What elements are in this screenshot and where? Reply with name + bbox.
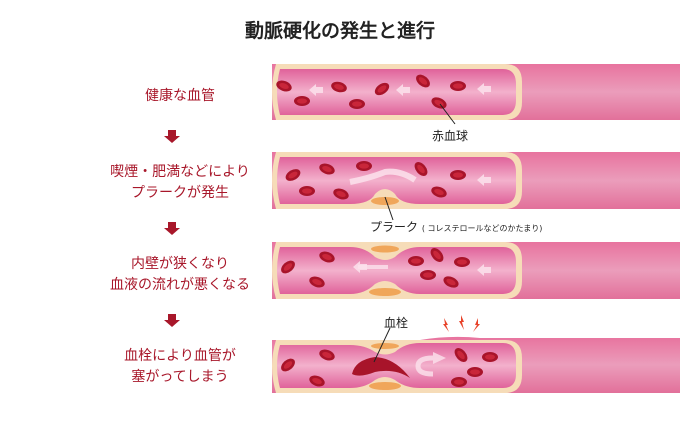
thrombus <box>352 357 410 378</box>
vessel-narrowed <box>272 242 680 299</box>
step-healthy: 健康な血管 <box>80 86 280 107</box>
step-thrombus: 血栓により血管が塞がってしまう <box>80 346 280 388</box>
page-title: 動脈硬化の発生と進行 <box>244 20 435 42</box>
step-text: 塞がってしまう <box>131 369 229 385</box>
step-text: 喫煙・肥満などにより <box>110 164 250 180</box>
label-thrombus: 血栓 <box>384 316 409 330</box>
step-text: プラークが発生 <box>131 185 229 201</box>
step-text: 内壁が狭くなり <box>131 256 229 272</box>
vessel-healthy <box>272 64 680 125</box>
step-text: 血液の流れが悪くなる <box>110 277 250 293</box>
pain-spark-icons <box>443 315 480 332</box>
step-text: 健康な血管 <box>145 88 215 104</box>
step-narrowing: 内壁が狭くなり血液の流れが悪くなる <box>80 254 280 296</box>
step-plaque: 喫煙・肥満などによりプラークが発生 <box>80 162 280 204</box>
label-plaque: プラーク ( コレステロールなどのかたまり) <box>370 218 542 235</box>
step-text: 血栓により血管が <box>124 348 236 364</box>
label-red-blood-cell: 赤血球 <box>432 129 469 143</box>
plaque-label-text: プラーク <box>370 220 419 234</box>
plaque <box>371 197 399 205</box>
plaque-note: ( コレステロールなどのかたまり) <box>421 224 543 233</box>
vessel-thrombus <box>272 315 680 393</box>
vessel-plaque <box>272 152 680 221</box>
